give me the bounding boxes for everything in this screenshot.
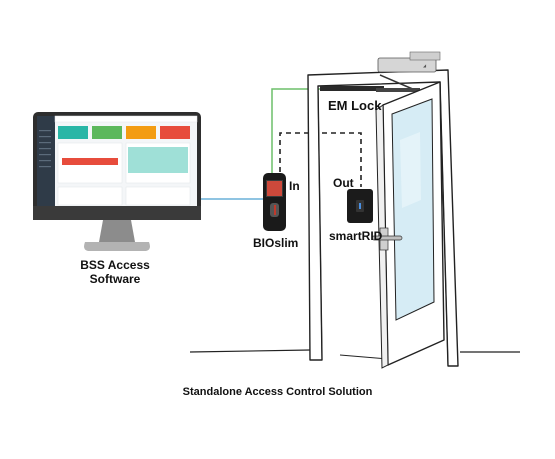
em-lock-label: EM Lock (328, 98, 382, 113)
dashboard-panel-bottom-left (57, 186, 123, 206)
in-label: In (289, 179, 300, 193)
lock-power-cable (271, 88, 320, 173)
bioslim-reader (263, 173, 286, 231)
em-lock-plate (376, 88, 420, 92)
door-handle (371, 235, 403, 241)
monitor (33, 112, 201, 251)
door-glass (391, 98, 435, 321)
dashboard-tile-teal (58, 126, 88, 139)
em-lock-bar (320, 86, 384, 91)
dashboard-tile-orange (126, 126, 156, 139)
sidebar-menu-lines (39, 130, 51, 168)
software-label-line1: BSS Access (80, 258, 150, 272)
dashboard-panel-bottom-right (125, 186, 191, 206)
dashboard-bar-red (62, 158, 118, 165)
floor-line-left (189, 349, 311, 353)
out-label: Out (333, 176, 354, 190)
dashboard-sidebar (37, 116, 55, 212)
diagram-caption: Standalone Access Control Solution (182, 386, 373, 398)
bioslim-label: BIOslim (253, 236, 299, 250)
door-leaf (371, 81, 445, 369)
monitor-neck (99, 220, 135, 242)
dashboard-area-teal (128, 147, 188, 173)
svg-text:◢: ◢ (423, 63, 427, 68)
monitor-chin (33, 206, 201, 220)
door-closer: ◢ (377, 51, 441, 73)
reader-link-cable (279, 132, 362, 190)
dashboard-tile-red (160, 126, 190, 139)
monitor-base (84, 242, 150, 251)
software-label: BSS Access Software (70, 258, 160, 286)
smartrid-reader (347, 189, 373, 223)
smartrid-label: smartRID (329, 229, 383, 243)
dashboard-tile-green (92, 126, 122, 139)
software-label-line2: Software (89, 272, 141, 286)
closer-arm (379, 74, 416, 91)
dashboard-topbar (54, 115, 198, 123)
